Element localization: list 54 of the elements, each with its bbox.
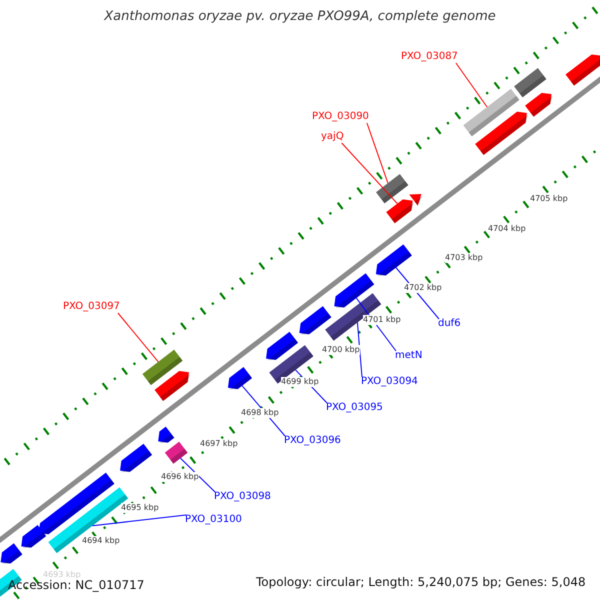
gene-feature	[38, 472, 114, 535]
gene-label: PXO_03097	[63, 300, 120, 314]
gene-feature	[21, 524, 46, 548]
gene-feature	[120, 444, 152, 472]
gene-feature	[0, 543, 22, 564]
scale-label: 4705 kbp	[530, 194, 568, 204]
scale-label: 4704 kbp	[488, 224, 526, 234]
diagram-title: Xanthomonas oryzae pv. oryzae PXO99A, complete genome	[102, 10, 497, 24]
gene-feature	[228, 367, 252, 390]
gene-label: PXO_03094	[361, 375, 418, 389]
gene-feature	[376, 244, 412, 276]
gene-label: PXO_03096	[284, 434, 341, 448]
gene-feature	[158, 426, 174, 443]
scale-label: 4699 kbp	[281, 377, 319, 387]
scale-label: 4695 kbp	[121, 503, 159, 513]
gene-label: duf6	[438, 317, 461, 331]
gene-label: PXO_03100	[185, 513, 242, 527]
leader-line	[455, 62, 488, 108]
scale-label: 4696 kbp	[161, 472, 199, 482]
gene-label: PXO_03095	[326, 401, 383, 415]
gene-block	[463, 88, 520, 136]
scale-label: 4694 kbp	[82, 536, 120, 546]
genome-info-text: Topology: circular; Length: 5,240,075 bp; Genes: 5,048	[256, 575, 586, 589]
gene-label: metN	[395, 349, 422, 363]
gene-label: PXO_03090	[312, 110, 369, 124]
gene-block	[514, 68, 546, 98]
gene-feature	[566, 54, 600, 86]
scale-label: 4702 kbp	[404, 283, 442, 293]
scale-label: 4701 kbp	[363, 315, 401, 325]
scale-label: 4700 kbp	[322, 345, 360, 355]
gene-feature	[409, 194, 423, 206]
leader-line	[92, 514, 186, 526]
leader-line	[341, 142, 398, 204]
gene-label: PXO_03098	[214, 490, 271, 504]
scale-label: 4698 kbp	[241, 408, 279, 418]
gene-feature	[299, 306, 332, 335]
scale-label: 4697 kbp	[200, 439, 238, 449]
gene-feature	[525, 92, 553, 117]
gene-block	[142, 350, 183, 386]
leader-line	[356, 322, 362, 378]
gene-block	[376, 174, 408, 204]
gene-label: yajQ	[321, 130, 344, 144]
leader-line	[117, 312, 159, 362]
gene-feature	[334, 273, 374, 308]
leader-line	[366, 122, 388, 184]
gene-feature	[475, 112, 528, 156]
scale-label: 4703 kbp	[445, 253, 483, 263]
gene-block	[325, 293, 382, 341]
leader-line	[180, 458, 216, 492]
gene-feature	[386, 199, 414, 224]
gene-feature	[154, 371, 190, 401]
gene-feature	[266, 332, 298, 360]
gene-block	[164, 442, 188, 464]
gene-label: PXO_03087	[401, 50, 458, 64]
